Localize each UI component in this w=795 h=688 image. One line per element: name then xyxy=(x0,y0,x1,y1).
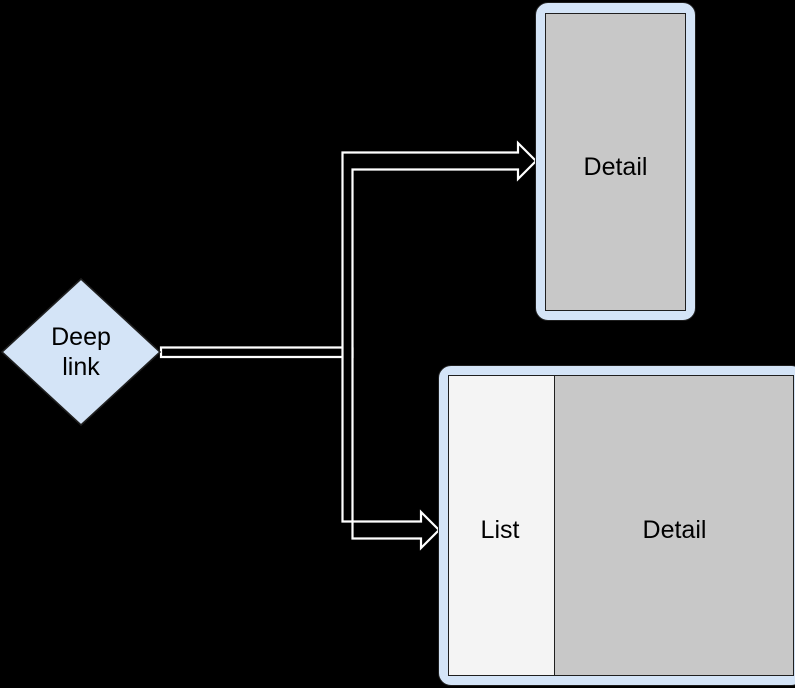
edge-deeplink-to-detail-path xyxy=(159,140,538,359)
edge-deeplink-to-list-detail-path xyxy=(341,347,441,551)
pane-detail xyxy=(555,376,793,675)
edge-deeplink-to-list-detail xyxy=(161,347,441,551)
node-detail-device-top[interactable] xyxy=(535,2,696,321)
node-list-detail-device[interactable] xyxy=(438,365,795,686)
edge-deeplink-to-detail xyxy=(159,140,538,359)
detail-device-top-screen xyxy=(545,13,686,311)
pane-list xyxy=(449,376,555,675)
edge-shape-helper xyxy=(161,348,439,549)
deep-link-diamond-shape xyxy=(0,277,162,427)
node-deep-link[interactable] xyxy=(0,277,162,427)
list-detail-device-screen xyxy=(448,375,794,676)
